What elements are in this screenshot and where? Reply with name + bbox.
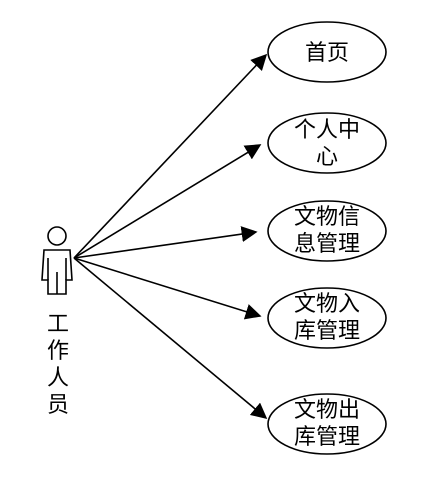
actor-label-char-1: 工 — [47, 312, 69, 337]
actor-label-char-3: 人 — [47, 366, 69, 391]
association-home — [73, 53, 268, 259]
association-lines — [73, 53, 268, 420]
use-case-personal-center: 个人中 心 — [267, 112, 387, 174]
use-case-relic-warehousing-management-label-line-1: 文物入 — [294, 292, 360, 317]
use-case-personal-center-label-line-1: 个人中 — [294, 118, 360, 143]
use-case-home: 首页 — [267, 21, 387, 83]
use-case-personal-center-ellipse — [267, 112, 387, 174]
use-case-relic-outbound-management-label-line-1: 文物出 — [294, 398, 360, 423]
use-case-personal-center-label-line-2: 心 — [316, 145, 338, 170]
actor-figure — [41, 226, 73, 295]
actor-head — [47, 226, 67, 246]
use-case-relic-outbound-management-ellipse — [267, 393, 387, 455]
use-case-relic-info-management-label-line-2: 息管理 — [294, 232, 360, 257]
use-case-home-label: 首页 — [305, 41, 349, 66]
association-personal-center — [73, 144, 262, 259]
actor-label-char-4: 员 — [47, 393, 69, 418]
use-case-home-ellipse — [267, 21, 387, 83]
actor-label: 工 作 人 员 — [47, 312, 69, 418]
use-case-relic-outbound-management: 文物出 库管理 — [267, 393, 387, 455]
association-relic-warehousing-management — [73, 257, 262, 320]
use-case-relic-warehousing-management-ellipse — [267, 287, 387, 349]
use-case-relic-outbound-management-label-line-2: 库管理 — [294, 425, 360, 450]
association-relic-info-management — [73, 226, 258, 259]
actor-label-char-2: 作 — [47, 339, 69, 364]
use-case-relic-info-management-ellipse — [267, 200, 387, 262]
use-case-relic-info-management-label-line-1: 文物信 — [294, 205, 360, 230]
use-case-relic-warehousing-management-label-line-2: 库管理 — [294, 319, 360, 344]
use-case-relic-warehousing-management: 文物入 库管理 — [267, 287, 387, 349]
use-case-relic-info-management: 文物信 息管理 — [267, 200, 387, 262]
association-relic-outbound-management — [73, 257, 268, 420]
